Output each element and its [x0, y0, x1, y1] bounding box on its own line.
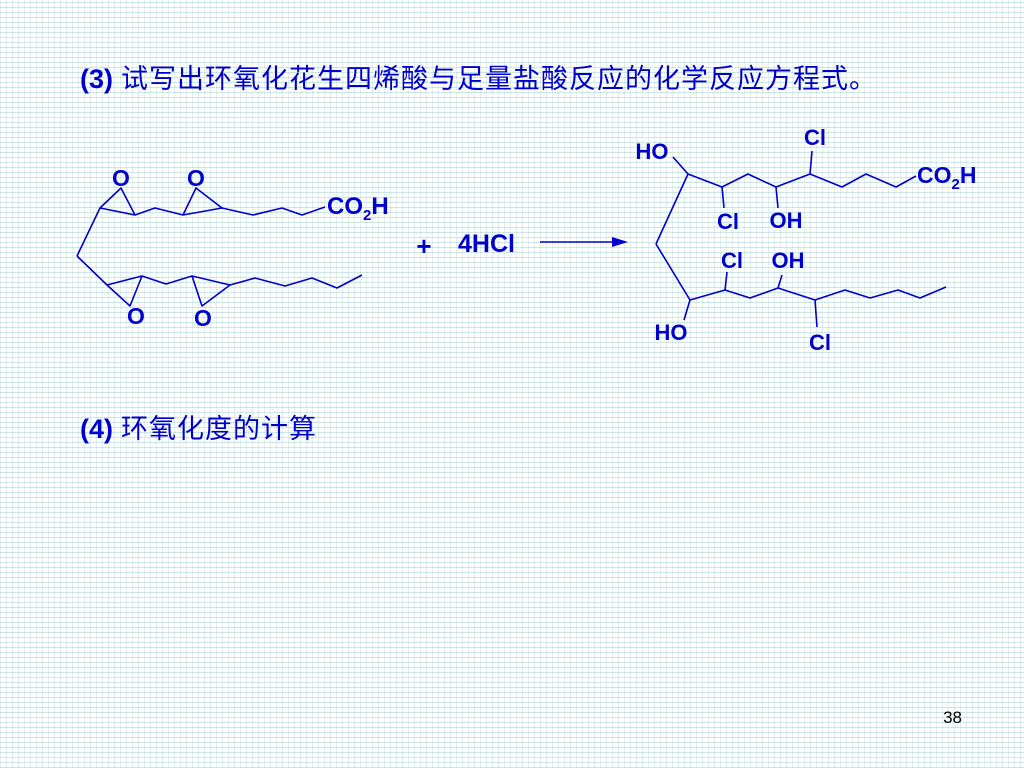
reactant-structure: O O O O CO2H [76, 165, 389, 331]
question-3-heading: (3) 试写出环氧化花生四烯酸与足量盐酸反应的化学反应方程式。 [80, 60, 940, 99]
reactant-epoxide-ring-2 [182, 187, 223, 216]
reactant-epoxide-ring-3 [106, 275, 143, 307]
bond-upper-hydroxyl-2 [775, 186, 779, 209]
product-structure: HO OH OH HO Cl Cl Cl Cl CO2H [636, 125, 977, 355]
reactant-upper-chain [76, 206, 326, 257]
question-4-number: (4) [80, 414, 113, 444]
bond-lower-hydroxyl [683, 299, 691, 321]
question-3-number: (3) [80, 64, 113, 94]
reaction-arrow [540, 237, 628, 247]
reactant-epoxide-ring-1 [99, 187, 136, 216]
reactant-epoxide-ring-4 [191, 275, 231, 307]
reagent-label: 4HCl [458, 230, 515, 258]
question-4-heading: (4) 环氧化度的计算 [80, 410, 317, 449]
chloro-label: Cl [804, 125, 826, 150]
epoxide-oxygen-label: O [112, 165, 130, 191]
bond-upper-chloro-1 [721, 186, 725, 209]
bond-upper-hydroxyl [672, 156, 689, 175]
chloro-label: Cl [809, 330, 831, 355]
epoxide-oxygen-label: O [127, 303, 145, 329]
hydroxyl-label: OH [770, 208, 803, 233]
epoxide-oxygen-label: O [187, 165, 205, 191]
reactant-carboxyl-label: CO2H [327, 193, 389, 224]
question-4-text: 环氧化度的计算 [121, 414, 317, 445]
chloro-label: Cl [717, 209, 739, 234]
page-number: 38 [943, 708, 962, 727]
question-3-text: 试写出环氧化花生四烯酸与足量盐酸反应的化学反应方程式。 [121, 64, 877, 95]
product-carboxyl-label: CO2H [917, 162, 976, 193]
reactant-lower-chain [76, 255, 363, 289]
bond-lower-hydroxyl-2 [777, 274, 783, 289]
epoxide-oxygen-label: O [194, 305, 212, 331]
product-upper-chain [655, 173, 917, 245]
chloro-label: Cl [721, 248, 743, 273]
hydroxyl-label: HO [655, 320, 688, 345]
bond-lower-chloro-2 [814, 299, 818, 328]
bond-lower-chloro-1 [724, 271, 728, 291]
plus-sign: + [416, 231, 431, 261]
hydroxyl-label: OH [772, 248, 805, 273]
bond-upper-chloro-2 [809, 150, 813, 175]
hydroxyl-label: HO [636, 139, 669, 164]
